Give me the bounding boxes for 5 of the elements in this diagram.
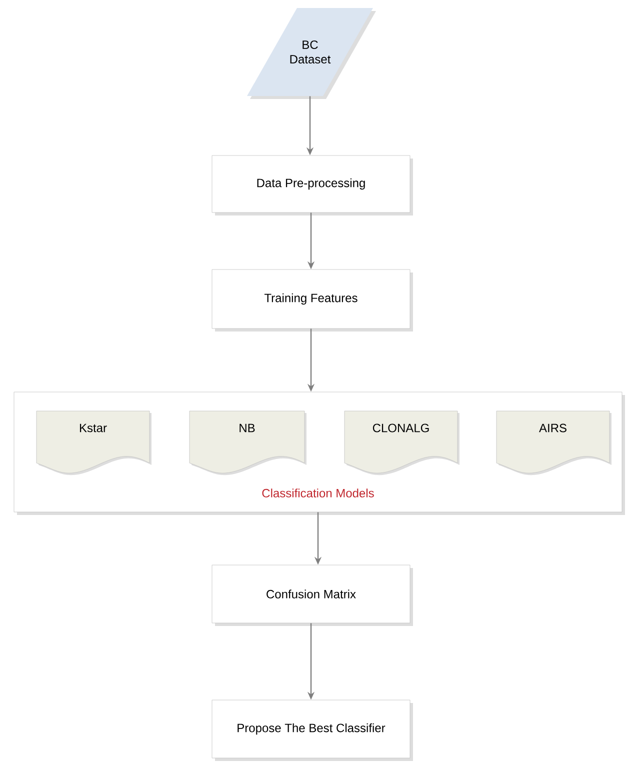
- process-box: Data Pre-processing: [212, 155, 413, 216]
- process-box: Training Features: [212, 269, 413, 332]
- data-parallelogram: BC Dataset: [247, 8, 376, 99]
- process-box: Confusion Matrix: [212, 564, 413, 626]
- process-box: Propose The Best Classifier: [212, 700, 413, 761]
